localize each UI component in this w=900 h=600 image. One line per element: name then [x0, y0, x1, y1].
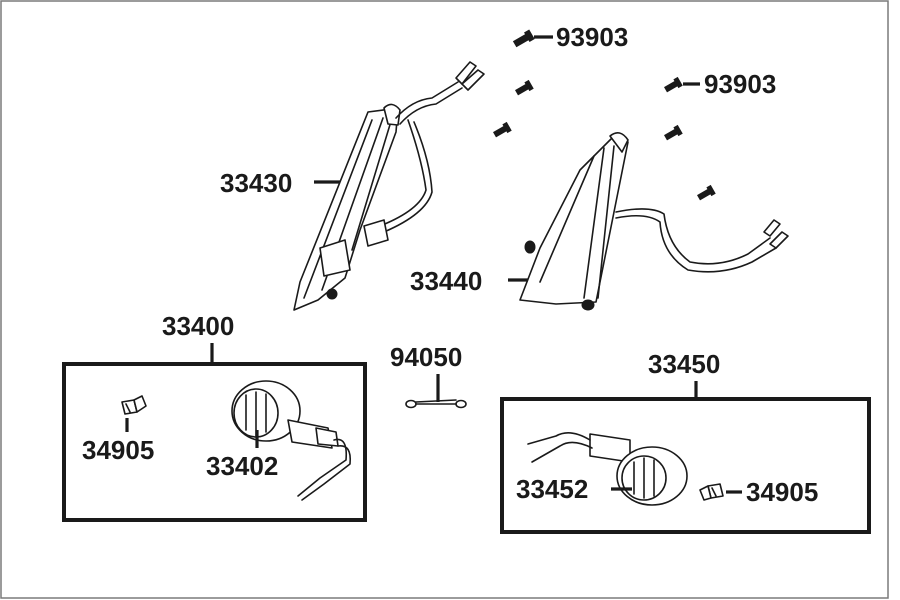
- bulb-icon: [699, 483, 724, 501]
- part-label-33430: 33430: [220, 168, 292, 198]
- clip-icon: [405, 399, 467, 409]
- part-label-33400: 33400: [162, 311, 234, 341]
- part-label-33452: 33452: [516, 474, 588, 504]
- part-label-34905-left: 34905: [82, 435, 154, 465]
- screw-icon: [493, 29, 716, 201]
- part-label-94050: 94050: [390, 342, 462, 372]
- part-label-33440: 33440: [410, 266, 482, 296]
- part-label-93903-top: 93903: [556, 22, 628, 52]
- bulb-icon: [121, 395, 147, 415]
- group-box-33400: [62, 362, 367, 522]
- part-label-93903-right: 93903: [704, 69, 776, 99]
- left-winker-assembly-icon: [293, 61, 485, 311]
- winker-lamp-icon: [231, 380, 352, 501]
- part-label-33450: 33450: [648, 349, 720, 379]
- right-winker-assembly-icon: [519, 132, 789, 311]
- winker-lamp-icon: [527, 432, 688, 506]
- group-box-33450: [500, 397, 871, 534]
- part-label-33402: 33402: [206, 451, 278, 481]
- part-label-34905-right: 34905: [746, 477, 818, 507]
